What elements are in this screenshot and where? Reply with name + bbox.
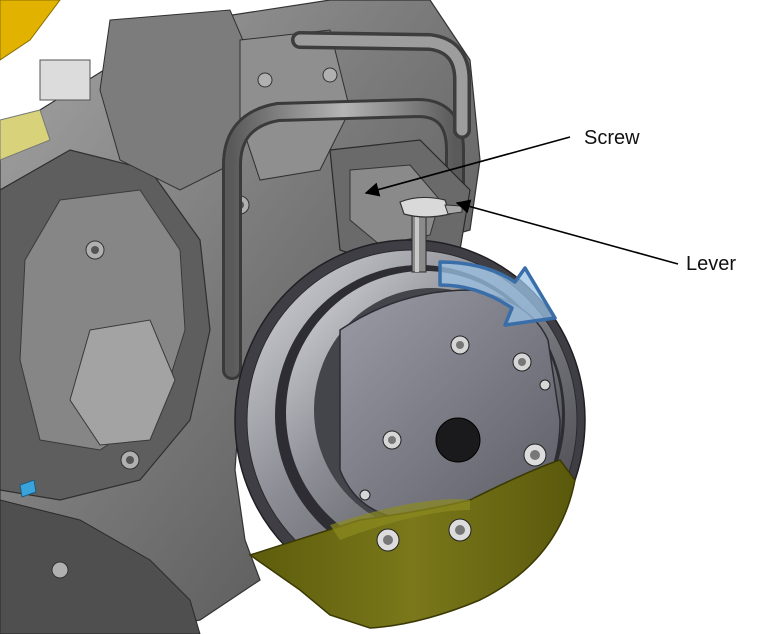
screw-label: Screw xyxy=(584,127,640,149)
belt-guard xyxy=(248,443,576,629)
accent-parts xyxy=(0,0,91,498)
lifting-handle xyxy=(222,31,471,380)
adjustment-screw xyxy=(411,211,427,273)
curved-arrow-icon xyxy=(438,260,557,327)
clutch-plate xyxy=(339,289,561,521)
screw-callout-line xyxy=(364,136,571,197)
lever-label: Lever xyxy=(686,253,737,275)
lever-callout-line xyxy=(455,199,679,265)
